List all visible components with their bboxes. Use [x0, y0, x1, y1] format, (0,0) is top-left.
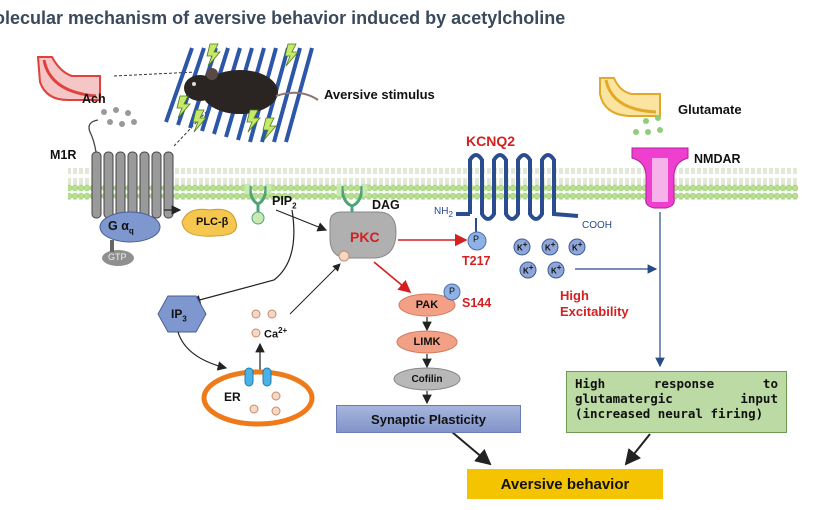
- galpha-protein: [99, 211, 161, 243]
- dag-label: DAG: [372, 198, 400, 212]
- ach-molecules: [101, 107, 137, 127]
- cooh-label: COOH: [582, 220, 612, 231]
- t217-label: T217: [462, 254, 491, 268]
- pkc-icon: [329, 211, 397, 259]
- m1r-receptor-icon: [91, 151, 174, 219]
- m1r-label: M1R: [50, 148, 77, 162]
- aversive-behavior-box: Aversive behavior: [467, 469, 663, 499]
- dag-icon: [340, 185, 364, 214]
- phospho-t217-icon: [467, 231, 487, 251]
- t217-p-label: P: [473, 234, 480, 244]
- limk-label: LIMK: [413, 336, 441, 348]
- kcnq2-channel-icon: [468, 153, 579, 221]
- er-organelle: [201, 369, 315, 427]
- k-ion-label-5: K+: [551, 263, 562, 276]
- potassium-ions: [513, 238, 586, 279]
- synaptic-plasticity-box: Synaptic Plasticity: [336, 405, 521, 433]
- mouse-image: [184, 68, 319, 114]
- calcium-ions: [251, 309, 277, 338]
- plc-label: PLC-β: [196, 216, 229, 228]
- glutamate-terminal-icon: [599, 77, 661, 117]
- phospho-s144-icon: [443, 283, 461, 301]
- aversive-stimulus-label: Aversive stimulus: [324, 87, 435, 102]
- cofilin-label: Cofilin: [411, 373, 443, 385]
- kcnq2-label: KCNQ2: [466, 133, 516, 149]
- k-ion-label-1: K+: [517, 240, 528, 253]
- galpha-label: G αq: [108, 219, 134, 236]
- lightning-icon: [176, 43, 299, 141]
- glutamate-molecules: [633, 115, 663, 135]
- gtp-icon: [102, 250, 134, 266]
- ip3-icon: [157, 295, 207, 333]
- pip2-icon: [248, 185, 268, 214]
- pkc-label: PKC: [350, 229, 380, 245]
- glutamate-label: Glutamate: [678, 102, 742, 117]
- calcium-label: Ca2+: [264, 326, 288, 341]
- ach-terminal-icon: [36, 56, 101, 101]
- s144-p-label: P: [449, 286, 456, 296]
- ip3-label: IP3: [171, 307, 187, 324]
- k-ion-label-3: K+: [572, 240, 583, 253]
- high-excitability-line1: High: [560, 288, 589, 303]
- ip3-receptor-channel-icon: [244, 367, 272, 387]
- pak-oval: [398, 293, 456, 317]
- pip2-label: PIP2: [272, 194, 297, 211]
- cofilin-oval: [393, 367, 461, 391]
- cell-membrane: [68, 168, 798, 200]
- limk-oval: [396, 330, 458, 354]
- k-ion-label-4: K+: [523, 263, 534, 276]
- plc-icon: [181, 208, 238, 237]
- high-excitability-line2: Excitability: [560, 304, 629, 319]
- pak-label: PAK: [415, 299, 439, 311]
- s144-label: S144: [462, 296, 492, 310]
- k-ion-label-2: K+: [545, 240, 556, 253]
- nmdar-label: NMDAR: [694, 152, 741, 166]
- diagram-title: olecular mechanism of aversive behavior …: [0, 8, 566, 28]
- er-label: ER: [224, 390, 241, 404]
- ach-label: Ach: [82, 92, 106, 106]
- gtp-label: GTP: [108, 252, 127, 262]
- nh2-label: NH2: [434, 206, 453, 219]
